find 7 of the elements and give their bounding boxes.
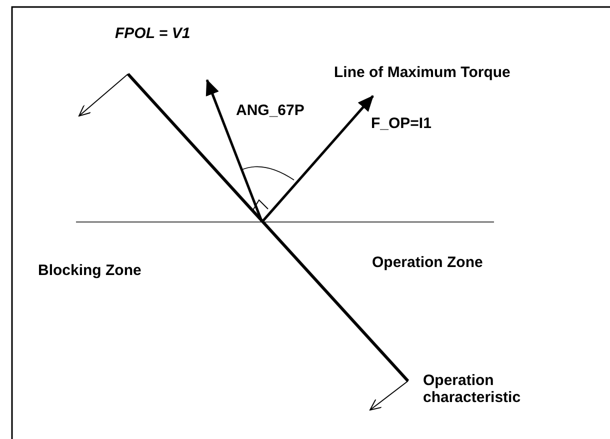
angle-label: ANG_67P: [236, 102, 304, 119]
line-label: Line of Maximum Torque: [334, 64, 510, 81]
phasor-label: F_OP=I1: [371, 115, 432, 132]
characteristic-label: Operation characteristic: [423, 372, 522, 406]
phasor-label: FPOL = V1: [115, 25, 190, 42]
zone-label: Blocking Zone: [38, 262, 142, 279]
zone-label: Operation Zone: [372, 254, 483, 271]
